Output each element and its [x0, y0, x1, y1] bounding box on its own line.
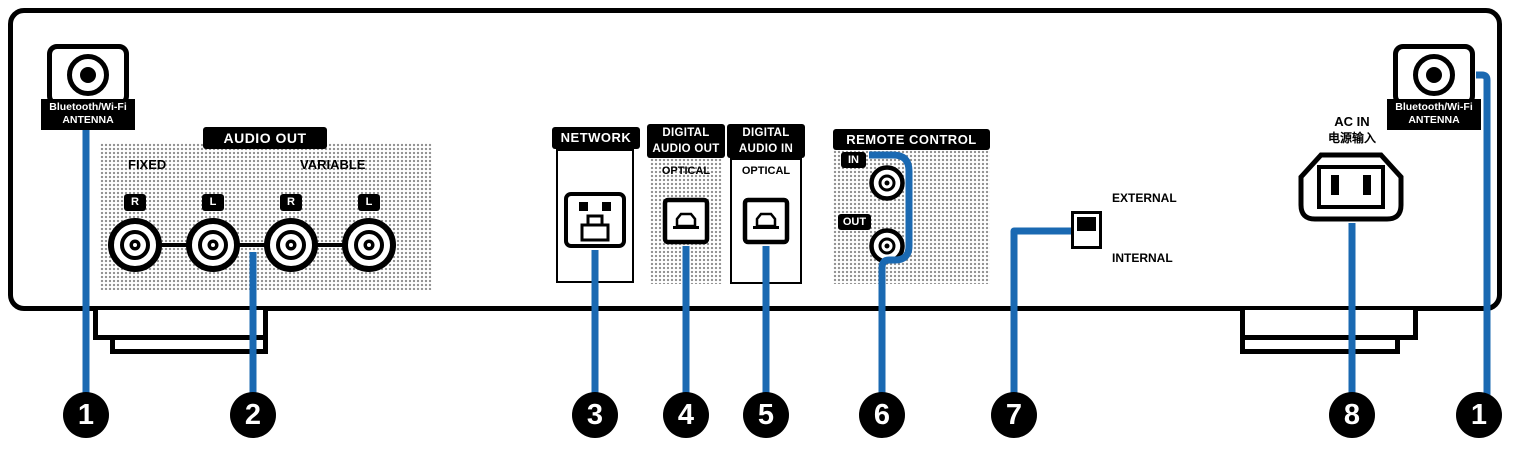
switch-external-label: EXTERNAL — [1112, 191, 1177, 205]
rca-jack-variable-l-icon — [342, 218, 396, 272]
audio-out-header: AUDIO OUT — [203, 127, 327, 149]
antenna-label-left-line1: Bluetooth/Wi-Fi — [49, 101, 127, 113]
rca-jack-fixed-r-icon — [108, 218, 162, 272]
ac-in-label: AC IN — [1334, 114, 1370, 129]
callout-6: 6 — [859, 392, 905, 438]
digital-audio-in-header-line1: DIGITAL — [742, 127, 790, 139]
callout-1-left: 1 — [63, 392, 109, 438]
antenna-label-right-line1: Bluetooth/Wi-Fi — [1395, 101, 1473, 113]
ethernet-port-icon — [564, 192, 626, 248]
remote-out-label: OUT — [838, 214, 871, 230]
antenna-terminal-right — [1393, 44, 1475, 106]
antenna-label-left-line2: ANTENNA — [62, 114, 114, 126]
right-foot — [1240, 310, 1418, 340]
fixed-label: FIXED — [128, 157, 167, 172]
left-foot — [93, 310, 268, 340]
callout-4: 4 — [663, 392, 709, 438]
optical-in-port-icon — [742, 197, 790, 245]
jack-label-variable-l: L — [358, 194, 380, 211]
antenna-label-right-line2: ANTENNA — [1408, 114, 1460, 126]
digital-audio-out-header: DIGITAL AUDIO OUT — [647, 124, 725, 158]
antenna-connector-icon — [67, 54, 109, 96]
digital-audio-out-header-line2: AUDIO OUT — [652, 143, 720, 155]
callout-2: 2 — [230, 392, 276, 438]
callout-5: 5 — [743, 392, 789, 438]
jack-label-fixed-l: L — [202, 194, 224, 211]
ac-inlet-icon — [1298, 152, 1404, 222]
digital-in-optical-label: OPTICAL — [741, 165, 791, 177]
callout-7: 7 — [991, 392, 1037, 438]
digital-audio-in-header: DIGITAL AUDIO IN — [727, 124, 805, 158]
remote-control-header: REMOTE CONTROL — [833, 129, 990, 150]
remote-in-label: IN — [841, 152, 866, 168]
rca-jack-variable-r-icon — [264, 218, 318, 272]
antenna-label-left: Bluetooth/Wi-Fi ANTENNA — [41, 99, 135, 130]
ac-in-label-cn: 电源输入 — [1327, 131, 1376, 145]
callout-3: 3 — [572, 392, 618, 438]
antenna-connector-icon — [1413, 54, 1455, 96]
digital-out-optical-label: OPTICAL — [661, 165, 711, 177]
switch-knob — [1077, 217, 1096, 231]
right-foot-base — [1240, 340, 1400, 354]
optical-out-port-icon — [662, 197, 710, 245]
variable-label: VARIABLE — [300, 157, 366, 172]
callout-8: 8 — [1329, 392, 1375, 438]
callout-1-right: 1 — [1456, 392, 1502, 438]
network-header: NETWORK — [552, 127, 640, 149]
antenna-label-right: Bluetooth/Wi-Fi ANTENNA — [1387, 99, 1481, 130]
antenna-terminal-left — [47, 44, 129, 106]
remote-out-jack-icon — [869, 228, 905, 264]
jack-label-fixed-r: R — [124, 194, 146, 211]
rca-jack-fixed-l-icon — [186, 218, 240, 272]
switch-internal-label: INTERNAL — [1112, 251, 1173, 265]
jack-label-variable-r: R — [280, 194, 302, 211]
jack-connector-line — [135, 243, 369, 247]
digital-audio-in-header-line2: AUDIO IN — [738, 143, 794, 155]
digital-audio-out-header-line1: DIGITAL — [662, 127, 710, 139]
left-foot-base — [110, 340, 268, 354]
external-internal-switch-icon — [1071, 211, 1102, 249]
remote-in-jack-icon — [869, 165, 905, 201]
